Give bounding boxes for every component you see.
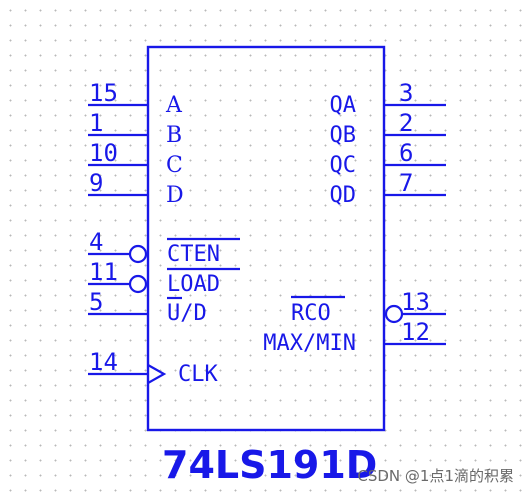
pin-number: 10 [89, 139, 118, 167]
pin-number: 7 [399, 169, 413, 197]
left-pin-A: 15 A [88, 79, 183, 118]
left-pin-B: 1 B [88, 109, 182, 148]
pin-label: CLK [178, 362, 218, 387]
right-pin-QB: 2 QB [330, 109, 446, 148]
pin-number: 2 [399, 109, 413, 137]
pin-number: 3 [399, 79, 413, 107]
pin-label: QB [330, 123, 357, 148]
pin-label: LOAD [167, 272, 220, 297]
pin-number: 4 [89, 228, 103, 256]
pin-number: 5 [89, 288, 103, 316]
pin-label: A [165, 93, 183, 118]
left-pin-D: 9 D [88, 169, 184, 208]
pin-number: 13 [401, 288, 430, 316]
pin-label: B [166, 123, 182, 148]
left-pin-UD: 5 U/D [88, 288, 207, 326]
left-pin-CTEN: 4 CTEN [88, 228, 240, 267]
right-pin-QA: 3 QA [330, 79, 446, 118]
right-pin-MAXMIN: 12 MAX/MIN [263, 318, 446, 356]
pin-number: 9 [89, 169, 103, 197]
pin-number: 15 [89, 79, 118, 107]
right-pin-RCO: 13 RCO [291, 288, 446, 326]
inversion-bubble [128, 274, 148, 294]
part-name: 74LS191D [162, 443, 377, 487]
chip-body [146, 45, 386, 432]
left-pin-C: 10 C [88, 139, 183, 178]
pin-label: CTEN [167, 242, 220, 267]
watermark: CSDN @1点1滴的积累 [357, 467, 514, 485]
pin-number: 11 [89, 258, 118, 286]
pin-label: QD [330, 183, 357, 208]
left-pin-CLK: 14 CLK [88, 348, 218, 387]
pin-number: 6 [399, 139, 413, 167]
pin-label: QA [330, 93, 357, 118]
inversion-bubble [128, 244, 148, 264]
clock-triangle-icon [147, 364, 167, 384]
right-pin-QC: 6 QC [330, 139, 446, 178]
left-pin-LOAD: 11 LOAD [88, 258, 240, 297]
pin-label: QC [330, 153, 357, 178]
pin-label: RCO [291, 301, 331, 326]
pin-number: 12 [401, 318, 430, 346]
pin-label: U/D [167, 301, 207, 326]
pin-number: 14 [89, 348, 118, 376]
inversion-bubble [384, 304, 404, 324]
right-pin-QD: 7 QD [330, 169, 446, 208]
pin-label: MAX/MIN [263, 331, 356, 356]
pin-number: 1 [89, 109, 103, 137]
pin-label: C [166, 153, 183, 178]
pin-label: D [166, 183, 184, 208]
